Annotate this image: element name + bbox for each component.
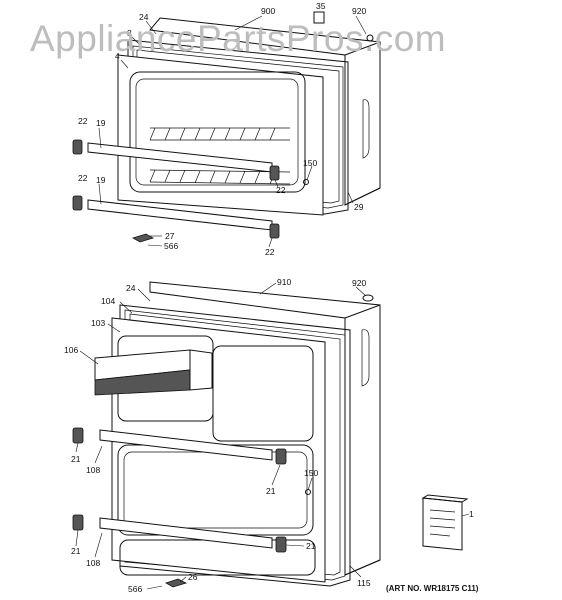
callout-19-a: 19 bbox=[96, 118, 106, 128]
callout-910: 910 bbox=[277, 277, 291, 287]
leader-lines bbox=[75, 15, 470, 590]
callout-104: 104 bbox=[101, 296, 115, 306]
callout-35: 35 bbox=[316, 1, 326, 11]
upper-hinge-bracket bbox=[131, 233, 155, 243]
callout-566-lower: 566 bbox=[128, 584, 142, 594]
callout-106: 106 bbox=[64, 345, 78, 355]
lower-callouts: 910 920 24 104 103 106 21 108 21 150 21 … bbox=[64, 277, 474, 594]
watermark-text: AppliancePartsPros.com bbox=[30, 18, 446, 59]
upper-bar-end-caps bbox=[72, 139, 280, 239]
lower-shelf-bar-2 bbox=[99, 517, 273, 549]
callout-27: 27 bbox=[165, 231, 175, 241]
callout-3: 3 bbox=[127, 28, 132, 38]
callout-900: 900 bbox=[261, 6, 275, 16]
callout-21-a: 21 bbox=[71, 454, 81, 464]
callout-1: 1 bbox=[469, 509, 474, 519]
callout-19-b: 19 bbox=[96, 175, 106, 185]
callout-22-c: 22 bbox=[276, 185, 286, 195]
callout-566-upper: 566 bbox=[164, 241, 178, 251]
callout-108-b: 108 bbox=[86, 558, 100, 568]
callout-24-lower: 24 bbox=[126, 283, 136, 293]
callout-22-d: 22 bbox=[265, 247, 275, 257]
art-number: (ART NO. WR18175 C11) bbox=[386, 584, 479, 593]
upper-screw bbox=[303, 179, 309, 185]
callout-150-lower: 150 bbox=[304, 468, 318, 478]
callout-21-d: 21 bbox=[71, 546, 81, 556]
callout-108-a: 108 bbox=[86, 465, 100, 475]
upper-outer-door-edge bbox=[344, 41, 381, 206]
callout-29: 29 bbox=[354, 202, 364, 212]
lower-dairy-compartment bbox=[94, 349, 213, 396]
callout-103: 103 bbox=[91, 318, 105, 328]
upper-callouts: 900 35 920 24 3 4 22 19 22 19 150 22 29 … bbox=[78, 1, 366, 257]
lower-bar-end-caps bbox=[72, 427, 287, 553]
callout-21-c: 21 bbox=[306, 541, 316, 551]
callout-920-upper: 920 bbox=[352, 6, 366, 16]
callout-920-lower: 920 bbox=[352, 278, 366, 288]
callout-22-a: 22 bbox=[78, 116, 88, 126]
callout-22-b: 22 bbox=[78, 173, 88, 183]
lower-hinge-bracket bbox=[165, 578, 188, 588]
callout-21-b: 21 bbox=[266, 486, 276, 496]
lower-shelf-bar-1 bbox=[99, 429, 273, 461]
callout-150-upper: 150 bbox=[303, 158, 317, 168]
lower-door-assembly bbox=[72, 281, 381, 588]
literature-pack bbox=[421, 494, 469, 551]
callout-115: 115 bbox=[357, 578, 371, 588]
upper-part-35 bbox=[313, 11, 325, 24]
callout-4: 4 bbox=[115, 51, 120, 61]
callout-26: 26 bbox=[188, 572, 198, 582]
callout-24-upper: 24 bbox=[139, 12, 149, 22]
upper-liner-ribs bbox=[149, 127, 291, 185]
upper-door-assembly bbox=[72, 11, 381, 243]
